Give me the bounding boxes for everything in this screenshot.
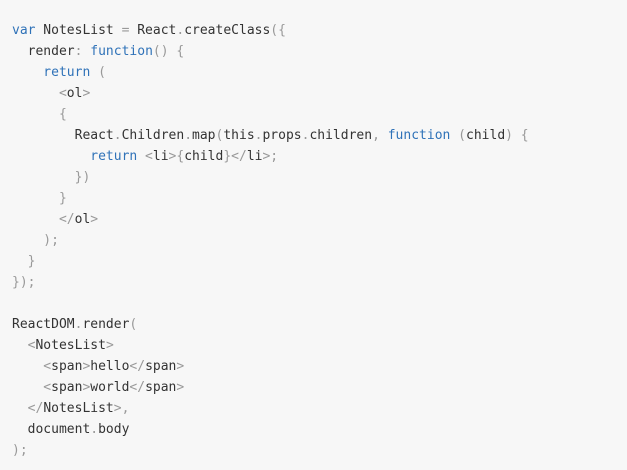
code-token: NotesList bbox=[43, 401, 114, 416]
code-token: children bbox=[309, 128, 373, 143]
code-token: this bbox=[223, 128, 255, 143]
code-token: document bbox=[12, 422, 91, 437]
code-token: ol bbox=[74, 212, 91, 227]
code-token: Children bbox=[121, 128, 185, 143]
code-token: ( bbox=[90, 65, 106, 80]
code-token: > bbox=[90, 212, 99, 227]
code-line: <NotesList> bbox=[12, 335, 627, 356]
code-token: function bbox=[82, 44, 153, 59]
code-token: span bbox=[145, 359, 177, 374]
code-line: ); bbox=[12, 230, 627, 251]
code-token: child bbox=[466, 128, 506, 143]
code-token: }</ bbox=[223, 149, 247, 164]
code-token: : bbox=[74, 44, 83, 59]
code-token: </ bbox=[129, 359, 146, 374]
code-token: > bbox=[176, 380, 185, 395]
code-token: createClass bbox=[184, 23, 271, 38]
code-line: document.body bbox=[12, 419, 627, 440]
code-line: </ol> bbox=[12, 209, 627, 230]
code-token: body bbox=[98, 422, 130, 437]
code-line: return ( bbox=[12, 62, 627, 83]
code-token: > bbox=[105, 338, 114, 353]
code-token: </ bbox=[12, 401, 44, 416]
code-token: li bbox=[246, 149, 263, 164]
code-token: ) { bbox=[505, 128, 529, 143]
code-token: ); bbox=[12, 443, 28, 458]
code-line: }); bbox=[12, 272, 627, 293]
code-line: React.Children.map(this.props.children, … bbox=[12, 125, 627, 146]
code-token: span bbox=[145, 380, 177, 395]
code-token: . bbox=[74, 317, 83, 332]
code-token: }) bbox=[12, 170, 91, 185]
code-token: < bbox=[12, 380, 52, 395]
code-token: , bbox=[372, 128, 388, 143]
code-token: child bbox=[184, 149, 224, 164]
code-token: var bbox=[12, 23, 36, 38]
code-token: ( bbox=[129, 317, 138, 332]
code-token: span bbox=[51, 359, 83, 374]
code-token: React bbox=[12, 128, 114, 143]
code-token: ol bbox=[66, 86, 83, 101]
code-token: return bbox=[12, 149, 138, 164]
code-token: > bbox=[82, 359, 91, 374]
code-token: . bbox=[176, 23, 185, 38]
code-token: NotesList bbox=[35, 338, 106, 353]
code-token: world bbox=[90, 380, 130, 395]
code-token: map bbox=[192, 128, 216, 143]
code-token: }); bbox=[12, 275, 36, 290]
code-token: </ bbox=[12, 212, 75, 227]
code-line: ); bbox=[12, 440, 627, 461]
code-line: return <li>{child}</li>; bbox=[12, 146, 627, 167]
code-token: . bbox=[254, 128, 263, 143]
code-token: React bbox=[129, 23, 177, 38]
code-line: { bbox=[12, 104, 627, 125]
code-line: <span>world</span> bbox=[12, 377, 627, 398]
code-token: } bbox=[12, 254, 36, 269]
code-token: NotesList bbox=[35, 23, 122, 38]
code-token: } bbox=[12, 191, 67, 206]
code-token: = bbox=[121, 23, 130, 38]
code-token: >, bbox=[113, 401, 130, 416]
code-token: { bbox=[12, 107, 67, 122]
code-token: > bbox=[82, 380, 91, 395]
code-token: return bbox=[12, 65, 91, 80]
code-token: . bbox=[184, 128, 193, 143]
code-token: > bbox=[176, 359, 185, 374]
code-token: ( bbox=[450, 128, 467, 143]
code-token: ReactDOM bbox=[12, 317, 75, 332]
code-token: function bbox=[387, 128, 451, 143]
code-token: span bbox=[51, 380, 83, 395]
code-line: <ol> bbox=[12, 83, 627, 104]
code-line: } bbox=[12, 188, 627, 209]
code-token: props bbox=[262, 128, 302, 143]
code-token: < bbox=[12, 86, 67, 101]
code-token: li bbox=[152, 149, 169, 164]
code-token: </ bbox=[129, 380, 146, 395]
code-token: . bbox=[90, 422, 99, 437]
code-line: </NotesList>, bbox=[12, 398, 627, 419]
code-token: ( bbox=[215, 128, 224, 143]
code-token: < bbox=[137, 149, 153, 164]
code-token: ); bbox=[12, 233, 59, 248]
code-line: } bbox=[12, 251, 627, 272]
code-line: }) bbox=[12, 167, 627, 188]
code-line: render: function() { bbox=[12, 41, 627, 62]
code-token: () { bbox=[152, 44, 185, 59]
code-token: . bbox=[113, 128, 122, 143]
code-token: ({ bbox=[270, 23, 286, 38]
code-line bbox=[12, 293, 627, 314]
code-token: . bbox=[301, 128, 310, 143]
code-token: render bbox=[12, 44, 75, 59]
code-line: ReactDOM.render( bbox=[12, 314, 627, 335]
code-token: hello bbox=[90, 359, 130, 374]
code-token: render bbox=[82, 317, 130, 332]
code-token: >{ bbox=[168, 149, 185, 164]
code-token: >; bbox=[262, 149, 279, 164]
code-line: var NotesList = React.createClass({ bbox=[12, 20, 627, 41]
code-token: < bbox=[12, 359, 52, 374]
code-token: > bbox=[82, 86, 91, 101]
code-line: <span>hello</span> bbox=[12, 356, 627, 377]
code-token: < bbox=[12, 338, 36, 353]
